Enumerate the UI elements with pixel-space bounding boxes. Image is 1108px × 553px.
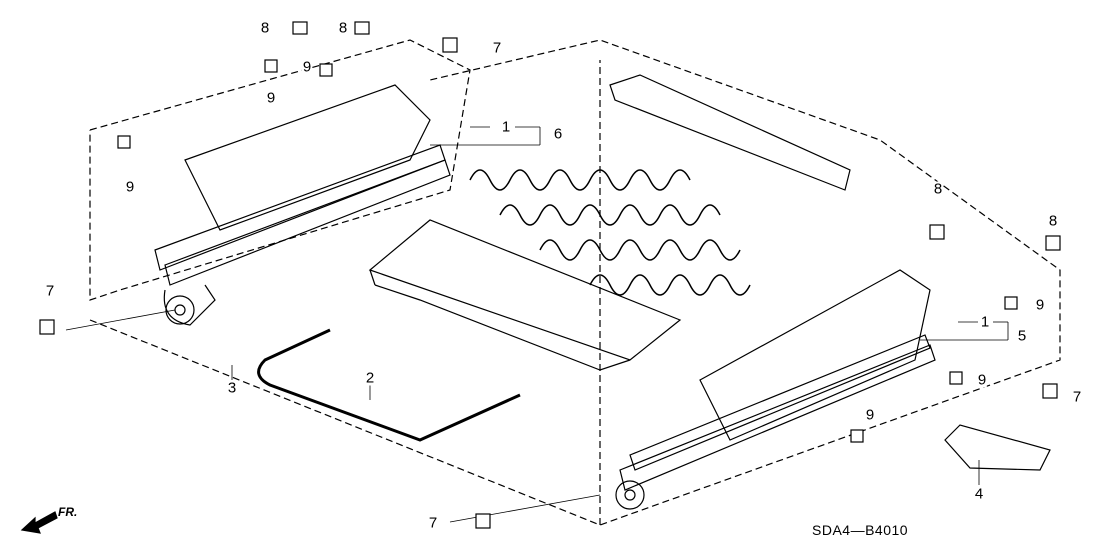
seat-springs bbox=[469, 169, 751, 296]
callout-9: 9 bbox=[976, 371, 988, 389]
callout-5: 5 bbox=[1016, 327, 1028, 345]
callout-8: 8 bbox=[932, 180, 944, 198]
cover-part bbox=[944, 424, 1051, 471]
callout-8: 8 bbox=[259, 19, 271, 37]
callout-1: 1 bbox=[500, 118, 512, 136]
callout-7: 7 bbox=[491, 39, 503, 57]
callout-9: 9 bbox=[1034, 296, 1046, 314]
group-outline bbox=[89, 39, 1061, 526]
towel-bar-rod bbox=[257, 328, 521, 442]
left-seat-track bbox=[154, 84, 451, 326]
callout-9: 9 bbox=[265, 89, 277, 107]
callout-8: 8 bbox=[1047, 212, 1059, 230]
callout-9: 9 bbox=[124, 178, 136, 196]
diagram-code: SDA4—B4010 bbox=[812, 522, 909, 538]
front-rail bbox=[609, 74, 851, 191]
callout-7: 7 bbox=[427, 514, 439, 532]
callout-9: 9 bbox=[864, 406, 876, 424]
callout-7: 7 bbox=[44, 282, 56, 300]
front-direction-label: FR. bbox=[58, 505, 78, 519]
callout-1: 1 bbox=[979, 313, 991, 331]
callout-4: 4 bbox=[973, 485, 985, 503]
seat-pan bbox=[368, 219, 682, 371]
callout-9: 9 bbox=[301, 58, 313, 76]
right-seat-track bbox=[615, 269, 936, 510]
callout-2: 2 bbox=[364, 369, 376, 387]
leader-lines bbox=[65, 126, 1009, 523]
bolt-icons bbox=[39, 21, 1061, 529]
callout-7: 7 bbox=[1071, 388, 1083, 406]
callout-3: 3 bbox=[226, 379, 238, 397]
callout-6: 6 bbox=[552, 125, 564, 143]
callout-8: 8 bbox=[337, 19, 349, 37]
front-direction-arrow-icon bbox=[20, 511, 58, 534]
